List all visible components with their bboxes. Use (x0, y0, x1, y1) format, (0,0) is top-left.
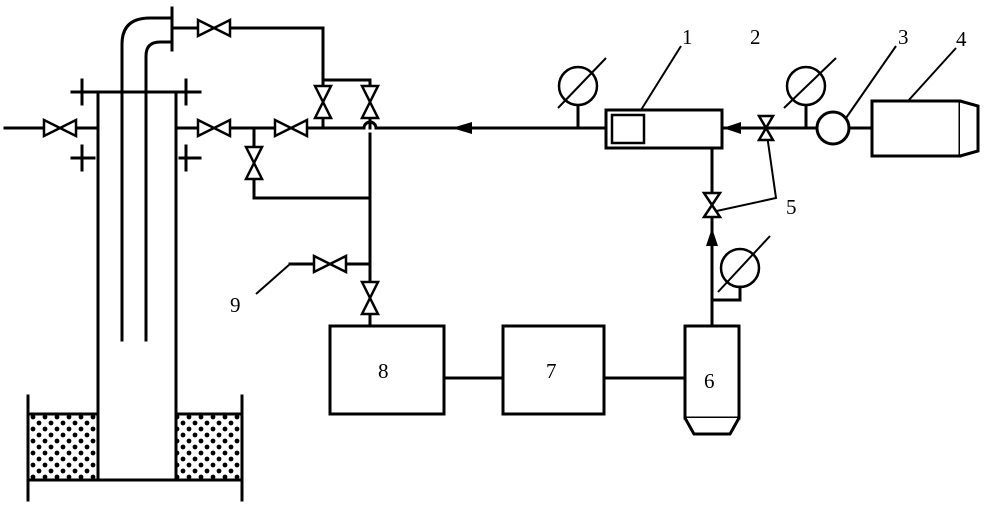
gauges (557, 57, 837, 302)
valve-line-9 (312, 253, 348, 275)
label-4: 4 (956, 27, 967, 51)
valve-check-2 (756, 114, 776, 142)
flow-arrow-up (706, 228, 718, 246)
valve-inlet (42, 117, 78, 139)
formation-right (176, 414, 242, 480)
tubing-outer (120, 16, 172, 342)
unit-3-pump (815, 110, 851, 146)
unit-4-motor (870, 99, 980, 158)
flow-arrow-into-unit1 (723, 122, 741, 134)
callout-labels: 1 2 3 4 5 6 7 8 9 (230, 25, 967, 393)
formation-left (28, 414, 98, 480)
equipment (328, 99, 980, 436)
valve-main-1 (196, 117, 232, 139)
tubing-inner (144, 40, 174, 342)
valve-bypass-1 (312, 84, 334, 120)
label-8: 8 (378, 359, 389, 383)
gauge-main-line (557, 57, 607, 130)
valve-top-line (196, 17, 232, 39)
valve-tank-8-inlet (359, 280, 381, 316)
label-7: 7 (546, 359, 557, 383)
valve-branch-down (243, 145, 265, 181)
gauge-unit-6 (710, 235, 771, 302)
label-9: 9 (230, 293, 241, 317)
valve-bypass-2 (359, 84, 381, 120)
unit-1 (604, 108, 724, 150)
label-5: 5 (786, 195, 797, 219)
unit-6 (683, 324, 741, 436)
valves (42, 17, 776, 316)
valve-unit-5 (701, 191, 723, 219)
flow-arrows (452, 122, 741, 246)
flow-arrow-left (452, 122, 472, 134)
label-1: 1 (682, 25, 693, 49)
valve-main-2 (273, 117, 309, 139)
label-2: 2 (750, 25, 761, 49)
well (26, 6, 244, 502)
unit-7 (501, 324, 606, 416)
leader-lines (640, 45, 957, 119)
gauge-2 (783, 57, 837, 130)
label-6: 6 (704, 369, 715, 393)
label-3: 3 (898, 25, 909, 49)
unit-8-tank (328, 324, 446, 416)
